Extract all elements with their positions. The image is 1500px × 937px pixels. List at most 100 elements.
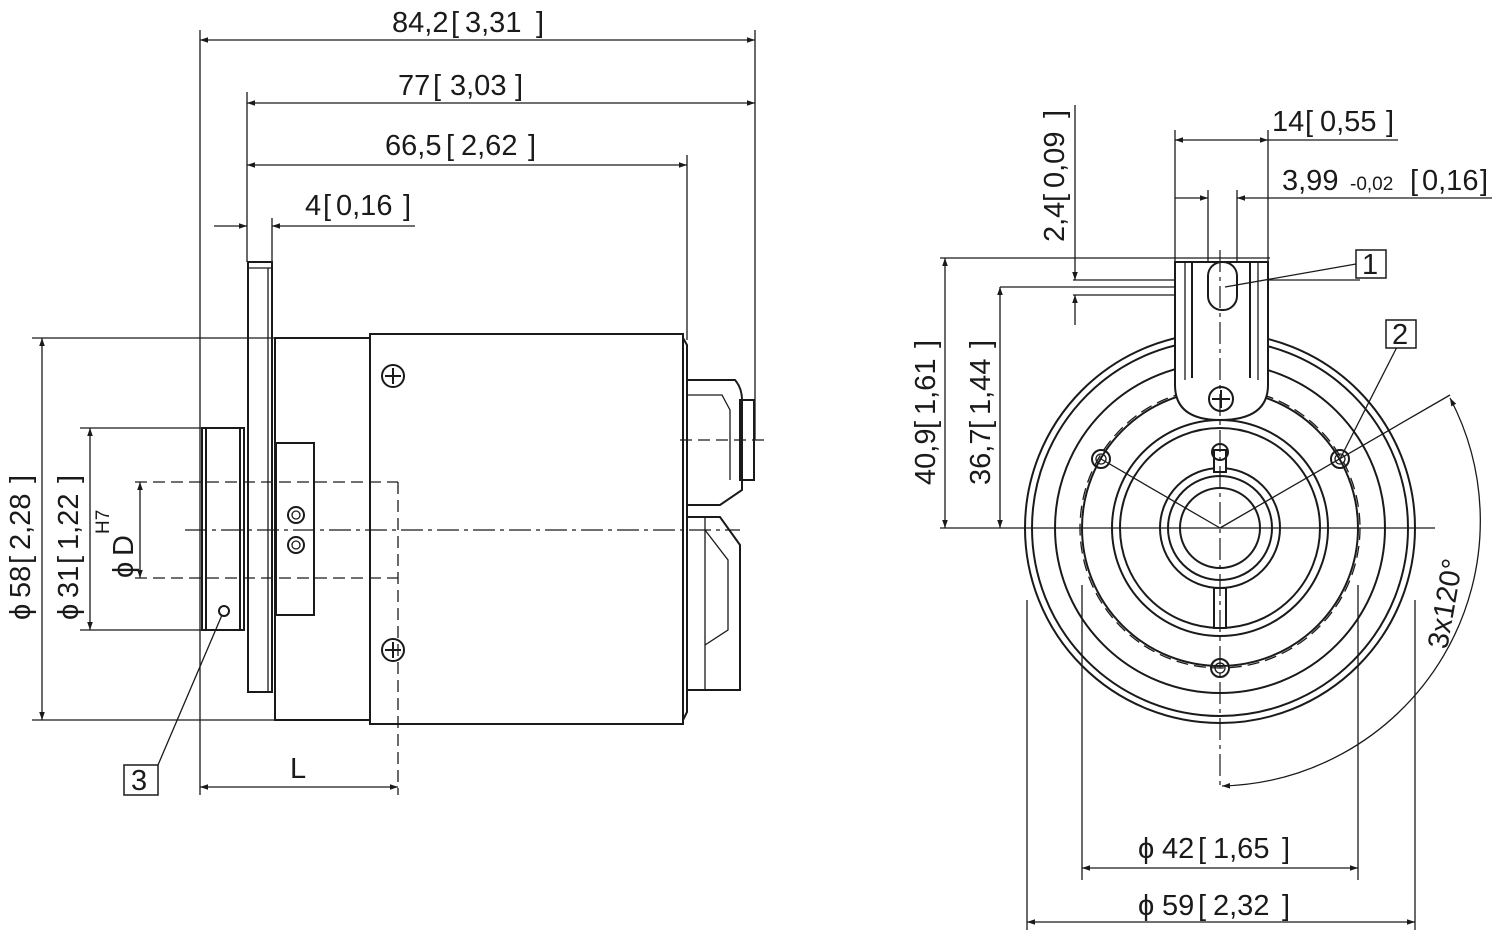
svg-text:66,5: 66,5 [385,130,441,162]
svg-text:ϕ: ϕ [1138,890,1154,922]
label-tab-offset: 2,4 [ 0,09 ] [1039,110,1071,242]
svg-text:[: [ [1410,165,1418,197]
svg-text:[: [ [433,70,441,102]
svg-text:1,65: 1,65 [1213,833,1269,865]
svg-text:[: [ [446,130,454,162]
svg-text:-0,02: -0,02 [1350,174,1393,195]
svg-text:58: 58 [5,566,37,598]
front-view-labels: 14 [ 0,55 ] 3,99 -0,02 [ 0,16 ] 2,4 [ 0,… [910,106,1488,922]
svg-text:[: [ [965,421,997,429]
label-body-length: 66,5 [ 2,62 ] [385,130,536,162]
svg-text:0,16: 0,16 [336,190,392,222]
svg-text:0,16: 0,16 [1422,165,1478,197]
svg-text:]: ] [1480,165,1488,197]
svg-text:ϕ: ϕ [108,562,140,578]
label-dia-31: ϕ 31 [ 1,22 ] [53,475,85,620]
svg-text:31: 31 [53,566,85,598]
svg-text:H7: H7 [93,510,114,534]
callout-3: 3 [123,764,159,797]
label-bore: ϕ D H7 [93,510,140,578]
svg-text:3: 3 [131,765,147,797]
label-flange-thickness: 4 [ 0,16 ] [305,190,411,222]
callout-2: 2 [1385,319,1417,351]
svg-text:1,22: 1,22 [53,494,85,550]
svg-text:[: [ [1198,890,1206,922]
svg-text:[: [ [1305,106,1313,138]
svg-text:84,2: 84,2 [392,7,448,39]
clamp-ring [201,427,245,631]
svg-text:[: [ [910,421,942,429]
svg-text:[: [ [1039,194,1071,202]
svg-text:40,9: 40,9 [910,429,942,485]
label-dia-42: ϕ 42 [ 1,65 ] [1138,833,1290,865]
torque-tab [1174,261,1269,422]
label-overall-length: 84,2 [ 3,31 ] [392,7,544,39]
svg-text:]: ] [910,340,942,348]
svg-text:59: 59 [1162,890,1194,922]
tab-screw-icon [1208,386,1234,412]
label-angle: 3x120° [1422,556,1469,651]
svg-text:2,28: 2,28 [5,494,37,550]
svg-text:]: ] [53,475,85,483]
svg-text:]: ] [1282,833,1290,865]
housing-body [369,333,684,725]
svg-text:3,99: 3,99 [1282,165,1338,197]
svg-text:3,31: 3,31 [465,7,521,39]
svg-text:ϕ: ϕ [5,604,37,620]
svg-text:4: 4 [305,190,321,222]
svg-text:0,55: 0,55 [1320,106,1376,138]
svg-text:[: [ [53,556,85,564]
svg-text:]: ] [515,70,523,102]
svg-text:]: ] [536,7,544,39]
clamp-block [275,442,315,616]
svg-text:77: 77 [398,70,430,102]
callout-1: 1 [1355,249,1387,281]
svg-text:]: ] [1039,110,1071,118]
svg-text:42: 42 [1162,833,1194,865]
svg-text:1: 1 [1362,249,1378,281]
label-length-77: 77 [ 3,03 ] [398,70,523,102]
front-view [940,105,1492,930]
svg-text:[: [ [1198,833,1206,865]
svg-text:1,61: 1,61 [910,359,942,415]
label-dia-58: ϕ 58 [ 2,28 ] [5,475,37,620]
svg-text:2: 2 [1392,319,1408,351]
label-height-36: 36,7 [ 1,44 ] [965,340,997,485]
svg-text:D: D [108,535,140,556]
svg-text:ϕ: ϕ [1138,833,1154,865]
svg-text:2,32: 2,32 [1213,890,1269,922]
svg-text:ϕ: ϕ [53,604,85,620]
label-tab-width: 14 [ 0,55 ] [1272,106,1394,138]
housing-collar [274,337,371,721]
mounting-hole-left [1091,449,1111,469]
label-dia-59: ϕ 59 [ 2,32 ] [1138,890,1290,922]
label-height-40: 40,9 [ 1,61 ] [910,340,942,485]
label-slot-width: 3,99 -0,02 [ 0,16 ] [1282,165,1488,197]
flange [247,261,273,693]
side-view [32,30,765,795]
svg-text:]: ] [528,130,536,162]
svg-text:1,44: 1,44 [965,359,997,415]
svg-text:3,03: 3,03 [450,70,506,102]
connector-bottom [687,516,741,691]
svg-text:[: [ [451,7,459,39]
svg-text:36,7: 36,7 [965,429,997,485]
svg-text:14: 14 [1272,106,1304,138]
svg-text:]: ] [965,340,997,348]
screw-top-icon [381,364,405,388]
svg-text:[: [ [323,190,331,222]
label-L: L [290,753,306,785]
svg-text:2,62: 2,62 [461,130,517,162]
svg-text:0,09: 0,09 [1039,132,1071,188]
angle-arc [1221,397,1481,789]
connector-top [687,379,743,506]
svg-text:[: [ [5,556,37,564]
svg-text:]: ] [1282,890,1290,922]
screw-bottom-icon [381,638,405,662]
svg-text:]: ] [5,475,37,483]
svg-text:2,4: 2,4 [1039,202,1071,242]
side-view-labels: 84,2 [ 3,31 ] 77 [ 3,03 ] 66,5 [ 2,62 ] … [5,7,544,797]
svg-text:]: ] [1386,106,1394,138]
